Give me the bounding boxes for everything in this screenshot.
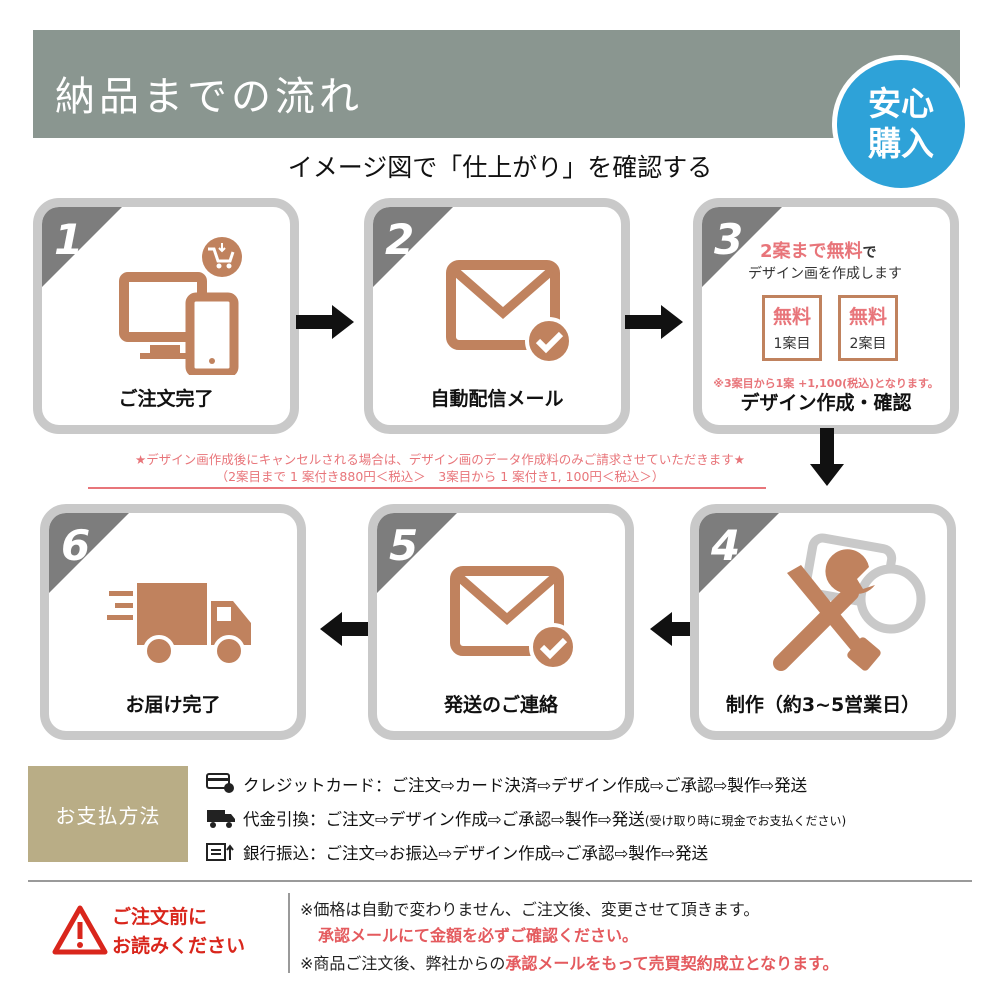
free-stamp-1: 無料 1案目 xyxy=(762,295,822,361)
computer-phone-cart-icon xyxy=(119,237,242,375)
free-line1: 2案まで無料で xyxy=(760,237,877,263)
arrow-right-icon xyxy=(625,305,683,339)
step-number: 2 xyxy=(385,215,415,264)
step-corner xyxy=(699,513,780,594)
payment-row-bank: 銀行振込：ご注文⇨お振込⇨デザイン作成⇨ご承認⇨製作⇨発送 xyxy=(205,840,708,868)
cancel-notice-line1: ★デザイン画作成後にキャンセルされる場合は、デザイン画のデータ作成料のみご請求さ… xyxy=(135,452,745,467)
step-label: 制作（約3~5営業日） xyxy=(725,694,921,716)
payment-text: クレジットカード：ご注文⇨カード決済⇨デザイン作成⇨ご承認⇨製作⇨発送 xyxy=(243,776,808,795)
note-2: 承認メールにて金額を必ずご確認ください。 xyxy=(318,926,639,945)
free-highlight: 2案まで無料 xyxy=(760,241,863,262)
step-card-6: 6 お届け完了 xyxy=(40,504,306,740)
step-card-2: 2 自動配信メール xyxy=(364,198,630,434)
step-number: 1 xyxy=(54,215,84,264)
cod-truck-icon xyxy=(207,810,235,828)
warning-icon xyxy=(52,905,108,955)
stamp-title: 無料 xyxy=(772,306,811,328)
note-3-red: 承認メールをもって売買契約成立となります。 xyxy=(505,954,839,973)
credit-card-icon xyxy=(206,773,234,793)
payment-text: 代金引換：ご注文⇨デザイン作成⇨ご承認⇨製作⇨発送(受け取り時に現金でお支払くだ… xyxy=(243,806,846,830)
free-suffix: で xyxy=(862,245,877,261)
step-label: 発送のご連絡 xyxy=(443,694,558,716)
step-card-3: 3 2案まで無料で デザイン画を作成します 無料 1案目 無料 2案目 ※3案目… xyxy=(693,198,959,434)
free-line2: デザイン画を作成します xyxy=(748,266,902,282)
step-corner xyxy=(49,513,130,594)
step-corner xyxy=(42,207,123,288)
extra-design-note: ※3案目から1案 +1,100(税込)となります。 xyxy=(713,377,939,390)
badge-line1: 安心 xyxy=(868,84,934,123)
arrow-right-icon xyxy=(296,305,354,339)
step-number: 5 xyxy=(389,521,419,570)
step-label: お届け完了 xyxy=(125,694,221,716)
page-title: 納品までの流れ xyxy=(55,74,363,120)
cancel-notice-line2: （2案目まで 1 案付き880円＜税込＞ 3案目から 1 案付き1, 100円＜… xyxy=(215,469,665,484)
badge-line2: 購入 xyxy=(868,124,934,163)
warning-title: ご注文前に お読みください xyxy=(112,903,245,961)
arrow-left-icon xyxy=(650,612,708,646)
payment-label: お支払方法 xyxy=(28,766,188,862)
warning-title-line1: ご注文前に xyxy=(112,906,208,928)
step-card-4: 4 制作（約3~5営業日） xyxy=(690,504,956,740)
payment-text-main: 代金引換：ご注文⇨デザイン作成⇨ご承認⇨製作⇨発送 xyxy=(243,810,645,829)
step-number: 4 xyxy=(711,521,741,570)
section-divider xyxy=(28,880,972,882)
notice-underline xyxy=(88,487,766,489)
payment-row-credit: クレジットカード：ご注文⇨カード決済⇨デザイン作成⇨ご承認⇨製作⇨発送 xyxy=(205,772,807,798)
delivery-truck-icon xyxy=(107,583,251,667)
step-card-1: 1 ご注文完了 xyxy=(33,198,299,434)
step-card-5: 5 発送のご連絡 xyxy=(368,504,634,740)
payment-row-cod: 代金引換：ご注文⇨デザイン作成⇨ご承認⇨製作⇨発送(受け取り時に現金でお支払くだ… xyxy=(205,806,846,834)
tools-icon xyxy=(773,533,926,671)
warning-divider xyxy=(288,893,290,973)
mail-check-icon xyxy=(450,566,577,671)
stamp-title: 無料 xyxy=(848,306,887,328)
note-3: ※商品ご注文後、弊社からの承認メールをもって売買契約成立となります。 xyxy=(300,950,839,974)
step-label: デザイン作成・確認 xyxy=(740,392,912,414)
arrow-left-icon xyxy=(320,612,378,646)
step-label: 自動配信メール xyxy=(430,388,564,410)
step-corner xyxy=(702,207,783,288)
payment-text: 銀行振込：ご注文⇨お振込⇨デザイン作成⇨ご承認⇨製作⇨発送 xyxy=(243,844,709,863)
step-number: 6 xyxy=(61,521,91,570)
stamp-label: 2案目 xyxy=(849,336,887,352)
warning-title-line2: お読みください xyxy=(112,935,246,957)
payment-note: (受け取り時に現金でお支払ください) xyxy=(644,814,847,828)
free-stamp-2: 無料 2案目 xyxy=(838,295,898,361)
step-label: ご注文完了 xyxy=(118,388,214,410)
header-bar xyxy=(33,30,960,138)
mail-check-icon xyxy=(446,260,573,365)
stamp-label: 1案目 xyxy=(773,336,811,352)
step-corner xyxy=(377,513,458,594)
note-3-pre: ※商品ご注文後、弊社からの xyxy=(300,954,506,973)
bank-transfer-icon xyxy=(206,843,234,861)
anshin-badge: 安心 購入 xyxy=(832,55,970,193)
arrow-down-icon xyxy=(810,428,844,486)
subtitle: イメージ図で「仕上がり」を確認する xyxy=(287,153,713,182)
note-1: ※価格は自動で変わりません、ご注文後、変更させて頂きます。 xyxy=(300,900,760,919)
step-corner xyxy=(373,207,454,288)
step-number: 3 xyxy=(714,215,744,264)
